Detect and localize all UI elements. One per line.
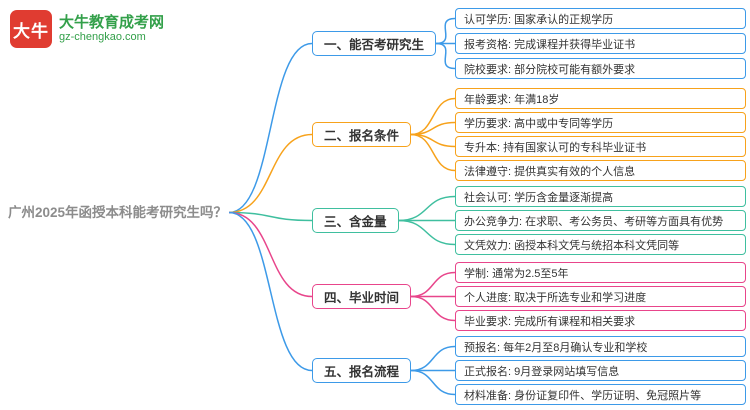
- leaf-node: 报考资格: 完成课程并获得毕业证书: [455, 33, 746, 54]
- site-domain: gz-chengkao.com: [59, 31, 146, 44]
- branch-node-value: 三、含金量: [312, 208, 399, 233]
- leaf-node: 年龄要求: 年满18岁: [455, 88, 746, 109]
- branch-node-can-take-exam: 一、能否考研究生: [312, 31, 437, 56]
- leaf-node: 学制: 通常为2.5至5年: [455, 262, 746, 283]
- bull-logo-icon: 大牛: [10, 10, 52, 48]
- leaf-node: 认可学历: 国家承认的正规学历: [455, 8, 746, 29]
- branch-node-graduation-time: 四、毕业时间: [312, 284, 412, 309]
- branch-node-requirements: 二、报名条件: [312, 122, 412, 147]
- leaf-node: 法律遵守: 提供真实有效的个人信息: [455, 160, 746, 181]
- site-logo-text: 大牛教育成考网 gz-chengkao.com: [59, 14, 164, 44]
- leaf-node: 学历要求: 高中或中专同等学历: [455, 112, 746, 133]
- leaf-node: 个人进度: 取决于所选专业和学习进度: [455, 286, 746, 307]
- leaf-node: 毕业要求: 完成所有课程和相关要求: [455, 310, 746, 331]
- leaf-node: 材料准备: 身份证复印件、学历证明、免冠照片等: [455, 384, 746, 405]
- leaf-node: 办公竞争力: 在求职、考公务员、考研等方面具有优势: [455, 210, 746, 231]
- leaf-node: 文凭效力: 函授本科文凭与统招本科文凭同等: [455, 234, 746, 255]
- leaf-node: 院校要求: 部分院校可能有额外要求: [455, 58, 746, 79]
- leaf-node: 社会认可: 学历含金量逐渐提高: [455, 186, 746, 207]
- branch-node-registration-process: 五、报名流程: [312, 358, 412, 383]
- leaf-node: 专升本: 持有国家认可的专科毕业证书: [455, 136, 746, 157]
- root-node: 广州2025年函授本科能考研究生吗？: [8, 205, 228, 220]
- site-logo: 大牛 大牛教育成考网 gz-chengkao.com: [10, 10, 164, 48]
- leaf-node: 预报名: 每年2月至8月确认专业和学校: [455, 336, 746, 357]
- leaf-node: 正式报名: 9月登录网站填写信息: [455, 360, 746, 381]
- site-name: 大牛教育成考网: [59, 14, 165, 32]
